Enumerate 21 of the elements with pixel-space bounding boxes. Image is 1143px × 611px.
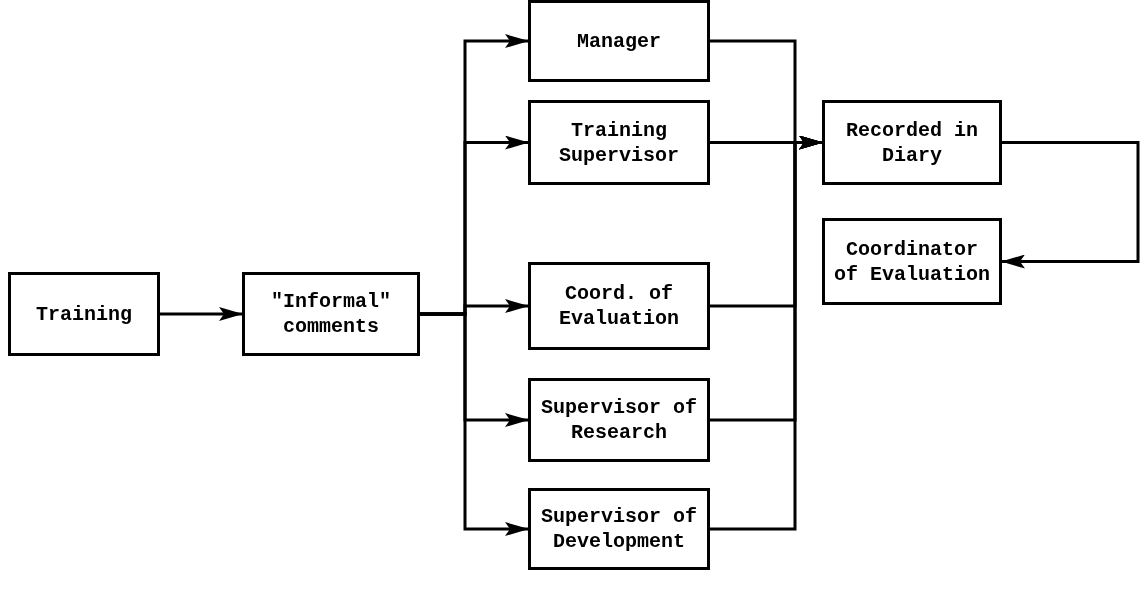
process-box [528, 100, 710, 185]
process-box [822, 100, 1002, 185]
box-label: Manager [576, 28, 662, 54]
box-label: Coord. of Evaluation [558, 281, 680, 331]
box-label: Supervisor of Research [540, 395, 698, 445]
box-label: Coordinator of Evaluation [833, 236, 991, 287]
process-box [528, 488, 710, 570]
box-label: Recorded in Diary [845, 117, 979, 168]
box-label: Supervisor of Development [540, 504, 698, 554]
process-box [242, 272, 420, 356]
process-box [822, 218, 1002, 305]
box-label: Training [35, 301, 133, 327]
arrow [1001, 141, 1140, 269]
process-box [8, 272, 160, 356]
box-label: Training Supervisor [558, 117, 680, 168]
arrow [420, 312, 529, 536]
process-box [528, 262, 710, 350]
box-label: "Informal" comments [270, 289, 392, 339]
process-box [528, 378, 710, 462]
process-box [528, 0, 710, 82]
arrow [160, 307, 243, 321]
